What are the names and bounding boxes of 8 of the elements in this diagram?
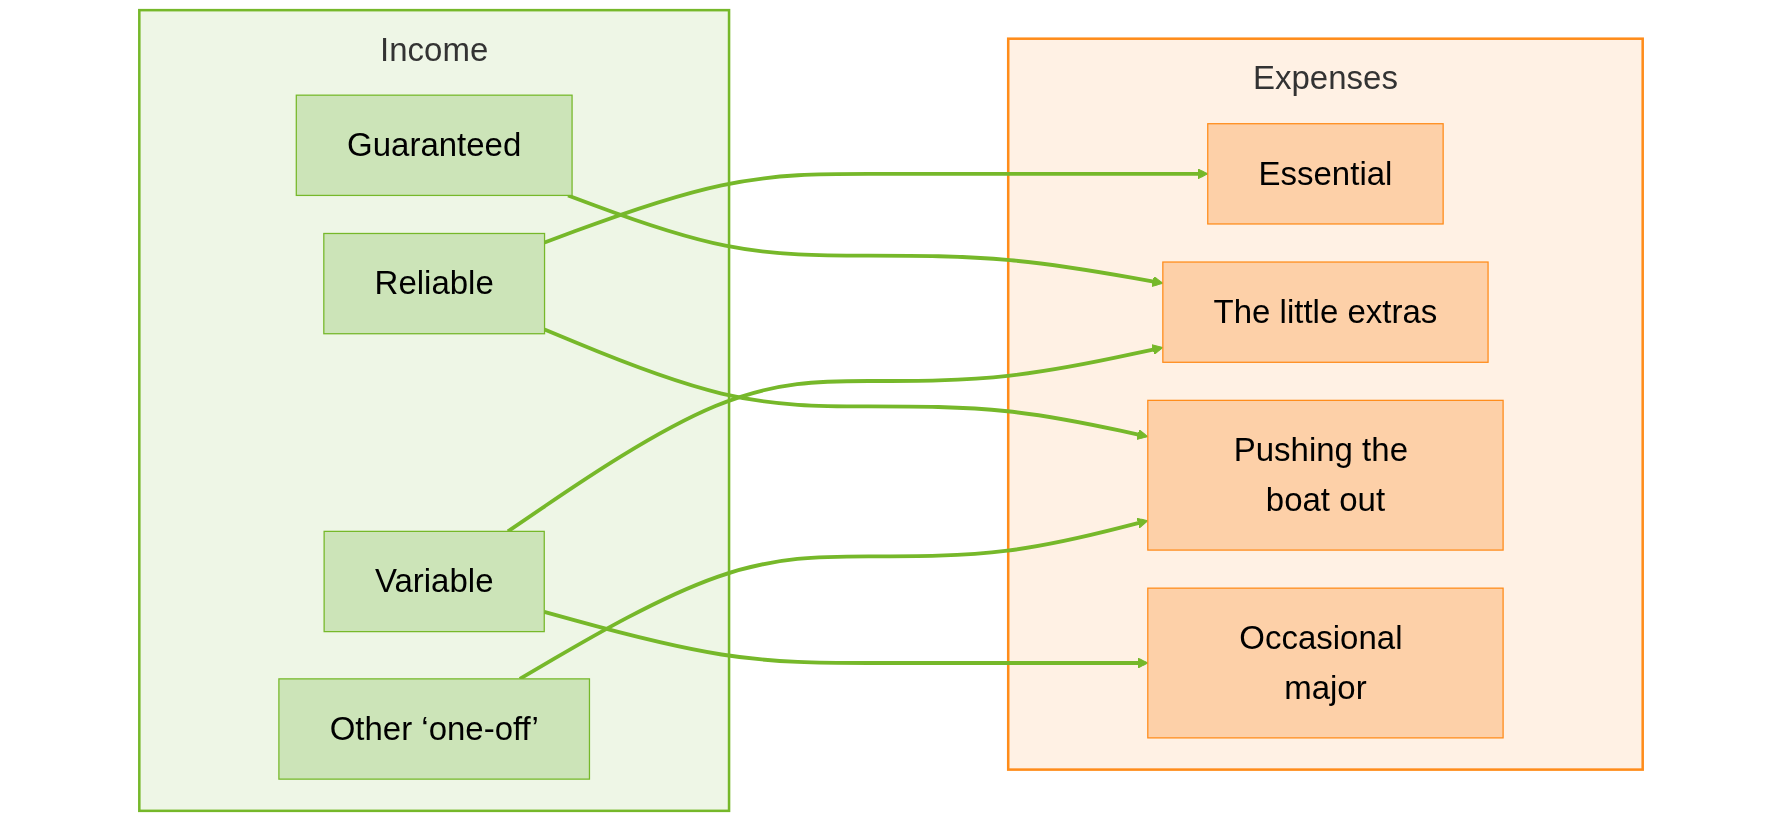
node-box: Essential	[1207, 123, 1444, 225]
node-box: Pushing the boat out	[1147, 399, 1504, 551]
node-box: Variable	[323, 530, 545, 633]
node-box: Other ‘one-off’	[278, 678, 591, 780]
node-box: Guaranteed	[295, 94, 573, 197]
node-box: The little extras	[1162, 261, 1489, 363]
node-box: Reliable	[323, 232, 546, 335]
node-box: Occasional major	[1147, 587, 1504, 739]
